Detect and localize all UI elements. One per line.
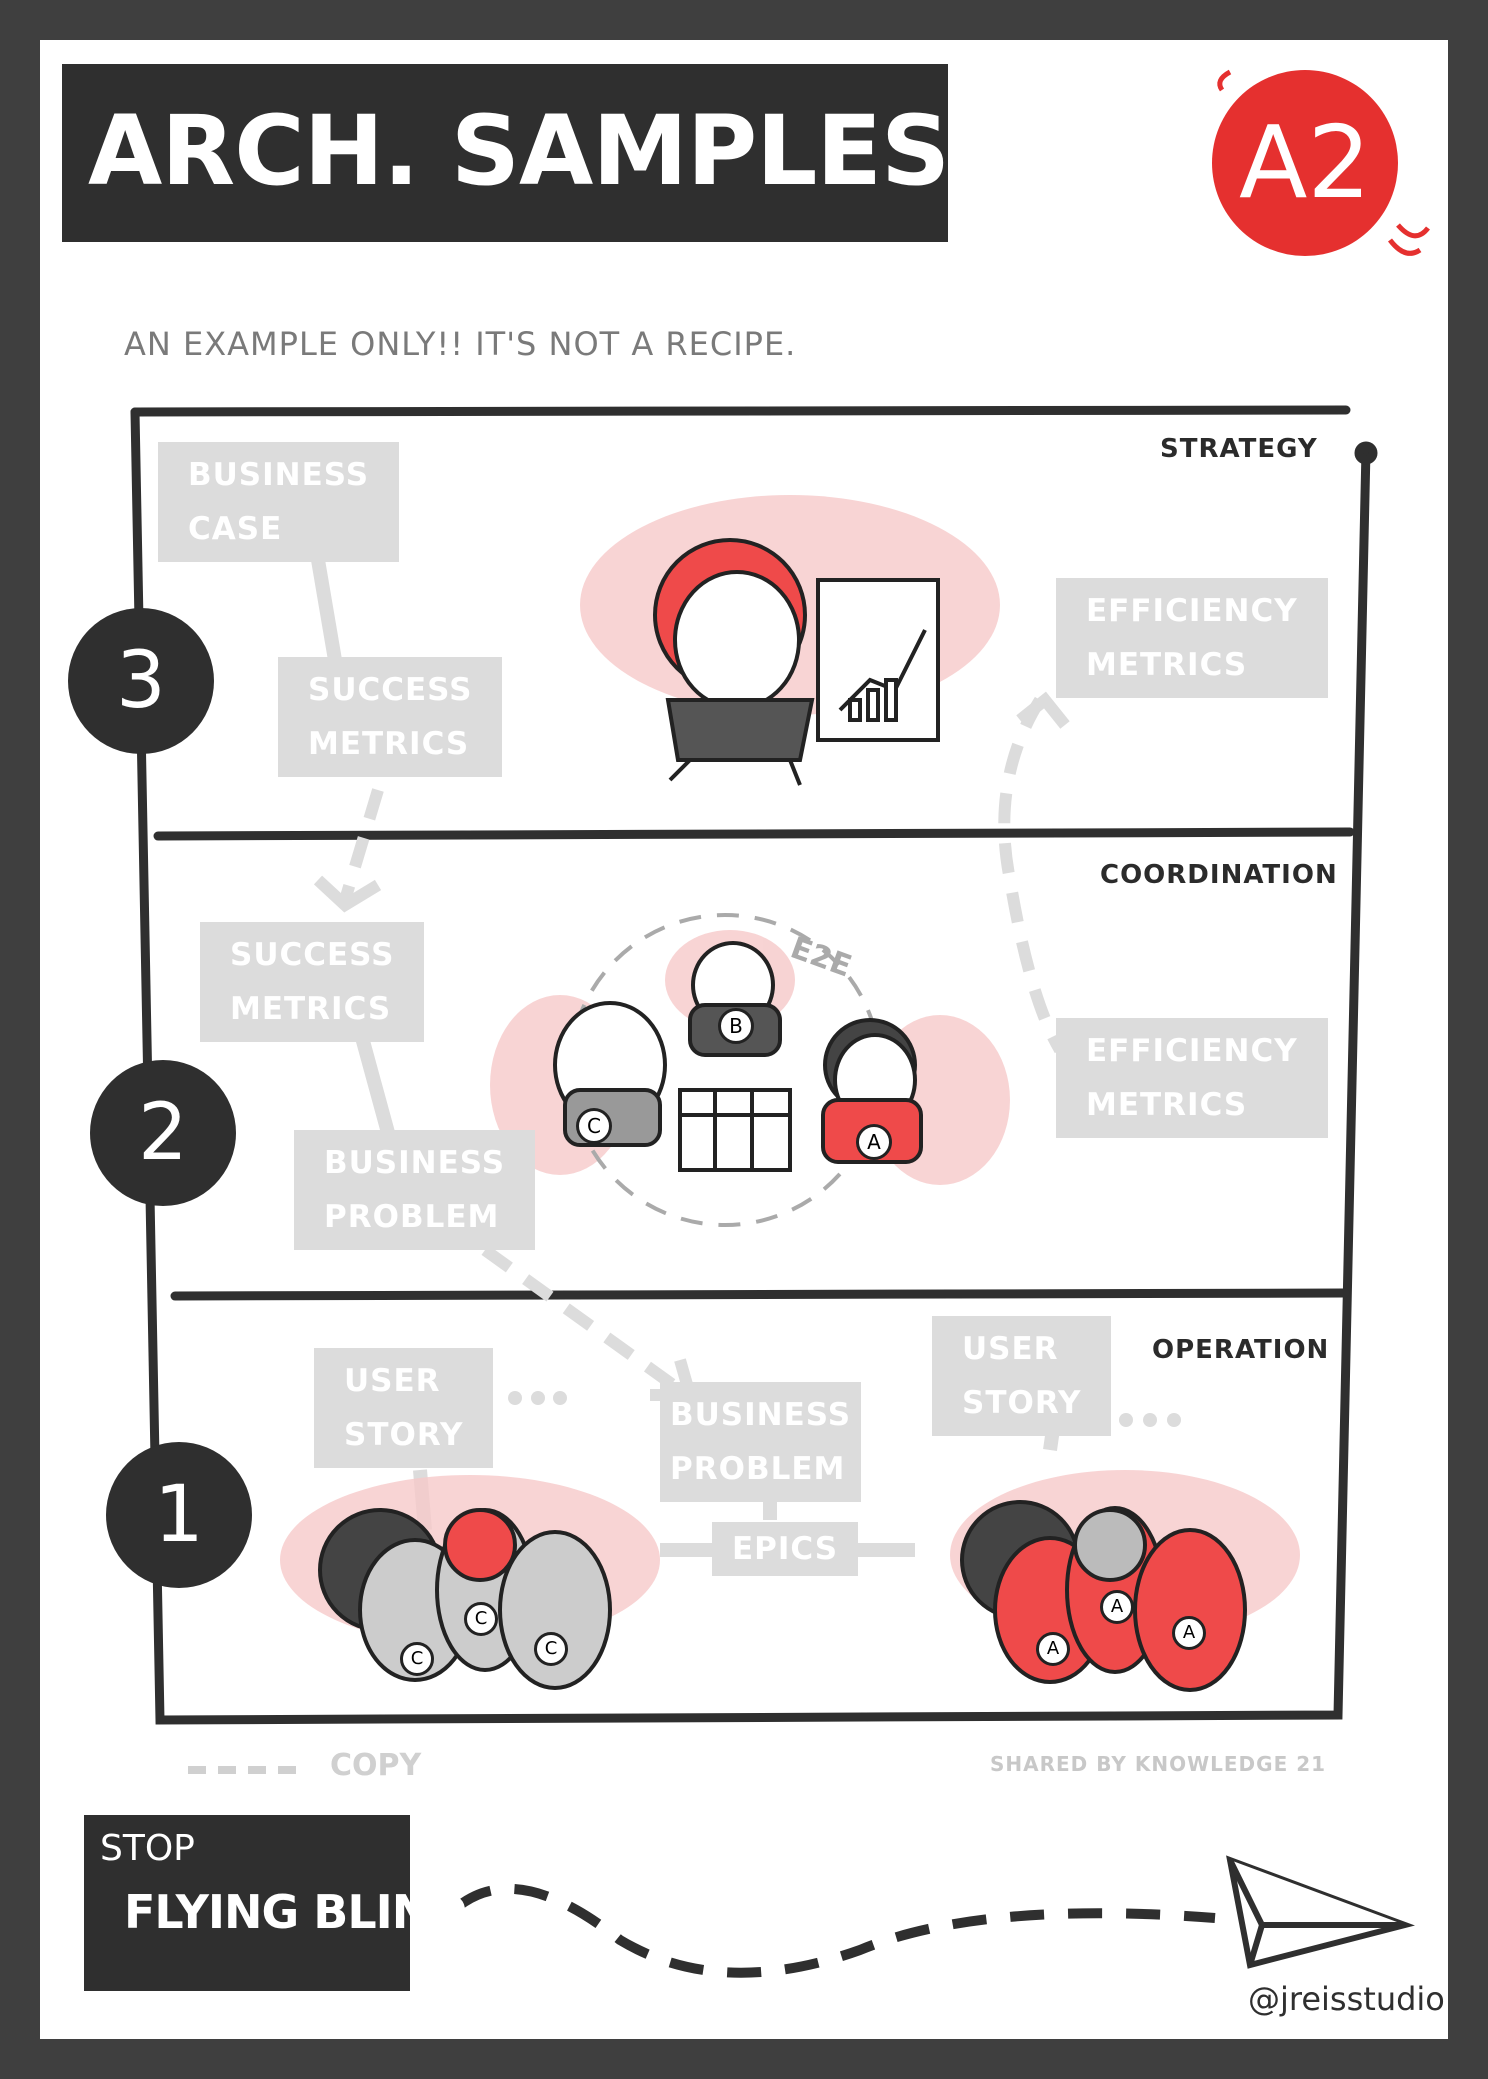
ellipsis-dots xyxy=(508,1391,1181,1427)
level-label-operation: OPERATION xyxy=(1152,1335,1330,1365)
team-letter-c-1: C xyxy=(400,1642,434,1676)
box-success-metrics-coordination: SUCCESS METRICS xyxy=(200,922,425,1042)
team-letter-c-3: C xyxy=(534,1632,568,1666)
disclaimer-text: AN EXAMPLE ONLY!! IT'S NOT A RECIPE. xyxy=(124,325,797,363)
level-label-coordination: COORDINATION xyxy=(1100,860,1338,890)
team-letter-a-2: A xyxy=(1100,1590,1134,1624)
box-success-metrics-strategy: SUCCESS METRICS xyxy=(278,657,503,777)
flying-blind-label: FLYING BLIND xyxy=(124,1885,467,1939)
level-label-strategy: STRATEGY xyxy=(1160,434,1318,464)
level-number-2: 2 xyxy=(90,1060,236,1206)
box-business-case: BUSINESS CASE xyxy=(158,442,400,562)
title-underline-strokes xyxy=(775,213,885,237)
level-number-1: 1 xyxy=(106,1442,252,1588)
page-title: ARCH. SAMPLES xyxy=(88,95,950,207)
section-badge-label: A2 xyxy=(1238,104,1372,221)
box-efficiency-metrics-strategy: EFFICIENCY METRICS xyxy=(1056,578,1328,698)
operation-team-left xyxy=(318,1508,612,1690)
presenter-character xyxy=(653,538,940,786)
box-business-problem-operation: BUSINESS PROBLEM xyxy=(660,1382,862,1502)
flight-path xyxy=(457,1883,1216,1978)
badge-accent-strokes xyxy=(1217,69,1430,256)
author-handle: @jreisstudio xyxy=(1248,1980,1445,2018)
legend-copy: COPY xyxy=(330,1748,422,1783)
team-letter-b: B xyxy=(718,1008,754,1044)
section-badge xyxy=(1212,70,1398,256)
paper-plane-icon xyxy=(1226,1855,1416,1969)
box-user-story-left: USER STORY xyxy=(314,1348,494,1468)
shared-by-credit: SHARED BY KNOWLEDGE 21 xyxy=(990,1752,1327,1776)
level-number-3: 3 xyxy=(68,608,214,754)
box-efficiency-metrics-coordination: EFFICIENCY METRICS xyxy=(1056,1018,1328,1138)
stop-flying-blind-box xyxy=(84,1815,410,1991)
stop-label: STOP xyxy=(100,1828,195,1869)
copy-arrows-dashed xyxy=(339,696,1066,1395)
team-letter-c: C xyxy=(576,1108,612,1144)
team-letter-c-2: C xyxy=(464,1602,498,1636)
box-user-story-right: USER STORY xyxy=(932,1316,1112,1436)
team-letter-a-3: A xyxy=(1172,1616,1206,1650)
title-banner xyxy=(62,64,948,242)
team-letter-a: A xyxy=(856,1124,892,1160)
operation-team-right xyxy=(960,1500,1247,1692)
box-epics: EPICS xyxy=(712,1522,859,1576)
team-letter-a-1: A xyxy=(1036,1632,1070,1666)
box-business-problem-coordination: BUSINESS PROBLEM xyxy=(294,1130,536,1250)
